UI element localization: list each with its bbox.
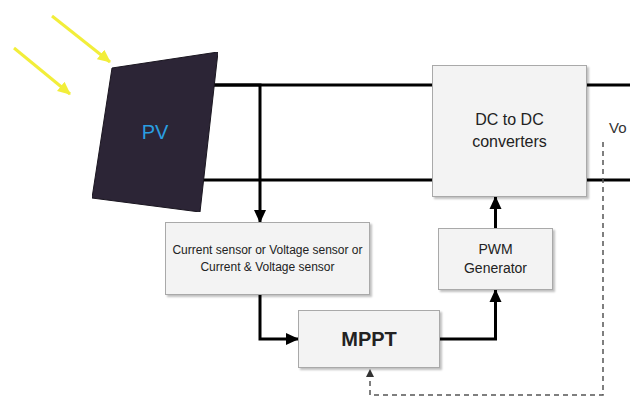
converter-box: DC to DC converters [432, 65, 587, 197]
output-wire [586, 84, 630, 87]
connector [260, 295, 298, 339]
connector [494, 197, 497, 228]
box-label: Current sensor or Voltage sensor or Curr… [172, 242, 363, 274]
output-wire [586, 179, 630, 182]
sun-ray [14, 48, 70, 94]
pv-panel: PV [92, 52, 218, 212]
box-label: MPPT [341, 326, 397, 353]
sensor-box: Current sensor or Voltage sensor or Curr… [165, 222, 370, 295]
pwm-box: PWM Generator [438, 228, 553, 290]
signal-label: Vo [608, 119, 628, 136]
mppt-box: MPPT [298, 310, 440, 368]
connector [202, 179, 432, 182]
sun-ray [52, 16, 110, 62]
box-label: PWM Generator [445, 240, 546, 278]
connector [212, 85, 260, 222]
box-label: DC to DC converters [439, 109, 580, 152]
panel-label: PV [142, 119, 169, 146]
connector [440, 290, 496, 339]
